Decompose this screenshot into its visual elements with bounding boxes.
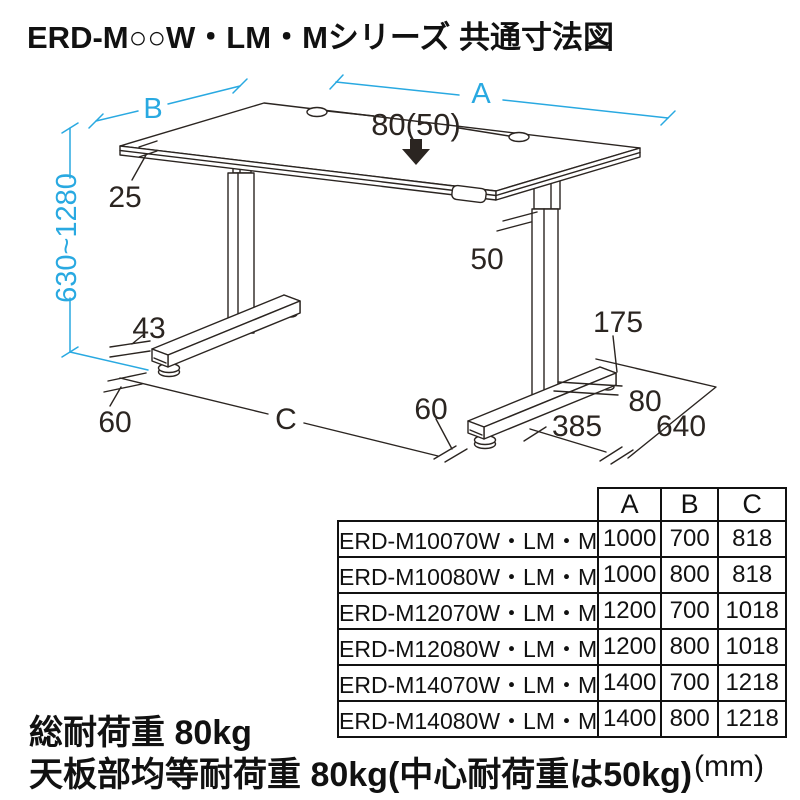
dim-label-385: 385 xyxy=(552,410,602,443)
total-load-note: 総耐荷重 80kg xyxy=(29,714,252,752)
left-leg xyxy=(227,157,255,334)
svg-text:80: 80 xyxy=(628,385,661,418)
svg-text:60: 60 xyxy=(414,393,447,426)
model-name: ERD-M12070W・LM・M xyxy=(336,592,600,630)
dim-depth-B: B xyxy=(88,78,248,129)
dim-adjuster-left-60: 60 xyxy=(98,372,147,439)
dim-width-A: A xyxy=(329,74,676,126)
dim-grommet-80-50: 80(50) xyxy=(326,107,510,165)
down-arrow-icon xyxy=(402,139,430,165)
model-name: ERD-M14070W・LM・M xyxy=(336,664,600,702)
dim-top-thickness-25: 25 xyxy=(108,140,158,214)
dim-label-640: 640 xyxy=(656,410,706,443)
dim-floor-projection: 385 640 xyxy=(523,358,717,465)
svg-text:25: 25 xyxy=(108,181,141,214)
model-name: ERD-M10080W・LM・M xyxy=(336,556,600,594)
dim-column-width-50: 50 xyxy=(470,211,538,276)
dim-foot-rear-175: 175 xyxy=(593,306,643,373)
table-row: ERD-M12080W・LM・M 1200 800 1018 xyxy=(336,628,788,666)
desk-top xyxy=(119,102,641,204)
table-row: ERD-M14070W・LM・M 1400 700 1218 xyxy=(336,664,788,702)
model-name: ERD-M14080W・LM・M xyxy=(336,700,600,738)
unit-label: (mm) xyxy=(694,750,764,783)
svg-text:43: 43 xyxy=(132,312,165,345)
table-row: ERD-M10070W・LM・M 1000 700 818 xyxy=(336,520,788,558)
svg-text:C: C xyxy=(275,403,297,436)
control-switch xyxy=(451,184,487,204)
dim-foot-span-C: C xyxy=(119,377,439,457)
svg-text:60: 60 xyxy=(98,406,131,439)
svg-text:175: 175 xyxy=(593,306,643,339)
grommet-hole-right xyxy=(508,131,530,143)
surface-load-note: 天板部均等耐荷重 80kg(中心耐荷重は50kg) xyxy=(29,756,693,794)
table-row: ERD-M14080W・LM・M 1400 800 1218 xyxy=(336,700,788,738)
dim-foot-height-43: 43 xyxy=(109,312,166,358)
dim-label-height: 630~1280 xyxy=(51,173,83,303)
model-name: ERD-M10070W・LM・M xyxy=(336,520,600,558)
table-header-row: A B C xyxy=(338,487,788,522)
left-foot xyxy=(151,294,301,378)
grommet-hole-left xyxy=(306,106,328,118)
page-title: ERD-M○○W・LM・Mシリーズ 共通寸法図 xyxy=(27,20,614,55)
col-header-c: C xyxy=(717,487,788,522)
dim-label-A: A xyxy=(471,78,491,110)
dim-label-B: B xyxy=(143,93,162,125)
table-corner-blank xyxy=(338,488,598,521)
desk-dimension-drawing: B A 630~1280 25 80(50) 50 43 60 C 6 xyxy=(51,74,717,465)
dim-height-range: 630~1280 xyxy=(51,122,149,371)
spec-table: A B C ERD-M10070W・LM・M 1000 700 818 ERD-… xyxy=(336,487,788,738)
table-row: ERD-M12070W・LM・M 1200 700 1018 xyxy=(336,592,788,630)
model-name: ERD-M12080W・LM・M xyxy=(336,628,600,666)
svg-text:80(50): 80(50) xyxy=(371,107,461,142)
dim-adjuster-right-60: 60 xyxy=(414,393,468,463)
dim-foot-rear-width-80: 80 xyxy=(553,381,662,418)
col-header-b: B xyxy=(660,487,720,522)
svg-text:50: 50 xyxy=(470,243,503,276)
table-row: ERD-M10080W・LM・M 1000 800 818 xyxy=(336,556,788,594)
col-header-a: A xyxy=(597,487,663,522)
